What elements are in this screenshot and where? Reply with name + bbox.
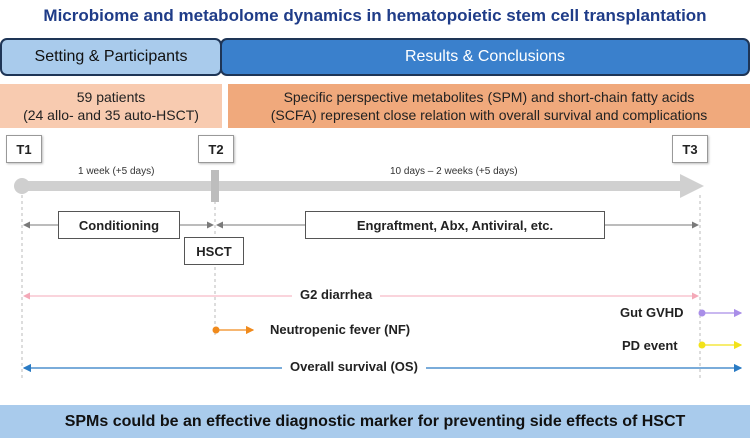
participants-line-1: 59 patients [76, 89, 146, 105]
diagram-title: Microbiome and metabolome dynamics in he… [43, 6, 707, 25]
timeline-bar [22, 181, 680, 191]
timepoint-t3: T3 [672, 135, 708, 163]
conditioning-box: Conditioning [58, 211, 180, 239]
engraftment-box: Engraftment, Abx, Antiviral, etc. [305, 211, 605, 239]
timeline-start-dot [14, 178, 30, 194]
hsct-box: HSCT [184, 237, 244, 265]
results-line-1: Specific perspective metabolites (SPM) a… [283, 89, 695, 105]
results-conclusions-header: Results & Conclusions [220, 38, 750, 76]
gut-gvhd-onset-dot [698, 309, 706, 317]
results-box: Specific perspective metabolites (SPM) a… [228, 84, 750, 128]
g2-diarrhea-label: G2 diarrhea [292, 287, 381, 302]
conclusion-banner: SPMs could be an effective diagnostic ma… [0, 405, 750, 438]
participants-box: 59 patients (24 allo- and 35 auto-HSCT) [0, 84, 222, 128]
timepoint-t2: T2 [198, 135, 234, 163]
overall-survival-label: Overall survival (OS) [282, 359, 426, 374]
pd-event-onset-dot [698, 341, 706, 349]
neutropenic-fever-label: Neutropenic fever (NF) [270, 322, 411, 337]
duration-first: 1 week (+5 days) [78, 166, 155, 177]
participants-line-2: (24 allo- and 35 auto-HSCT) [23, 107, 199, 123]
results-line-2: (SCFA) represent close relation with ove… [270, 107, 708, 123]
duration-second: 10 days – 2 weeks (+5 days) [390, 166, 518, 177]
gut-gvhd-label: Gut GVHD [620, 305, 684, 320]
timeline-t2-marker [211, 170, 219, 202]
pd-event-label: PD event [622, 338, 678, 353]
neutropenic-fever-onset-dot [212, 326, 220, 334]
timepoint-t1: T1 [6, 135, 42, 163]
timeline-arrowhead [680, 174, 704, 198]
